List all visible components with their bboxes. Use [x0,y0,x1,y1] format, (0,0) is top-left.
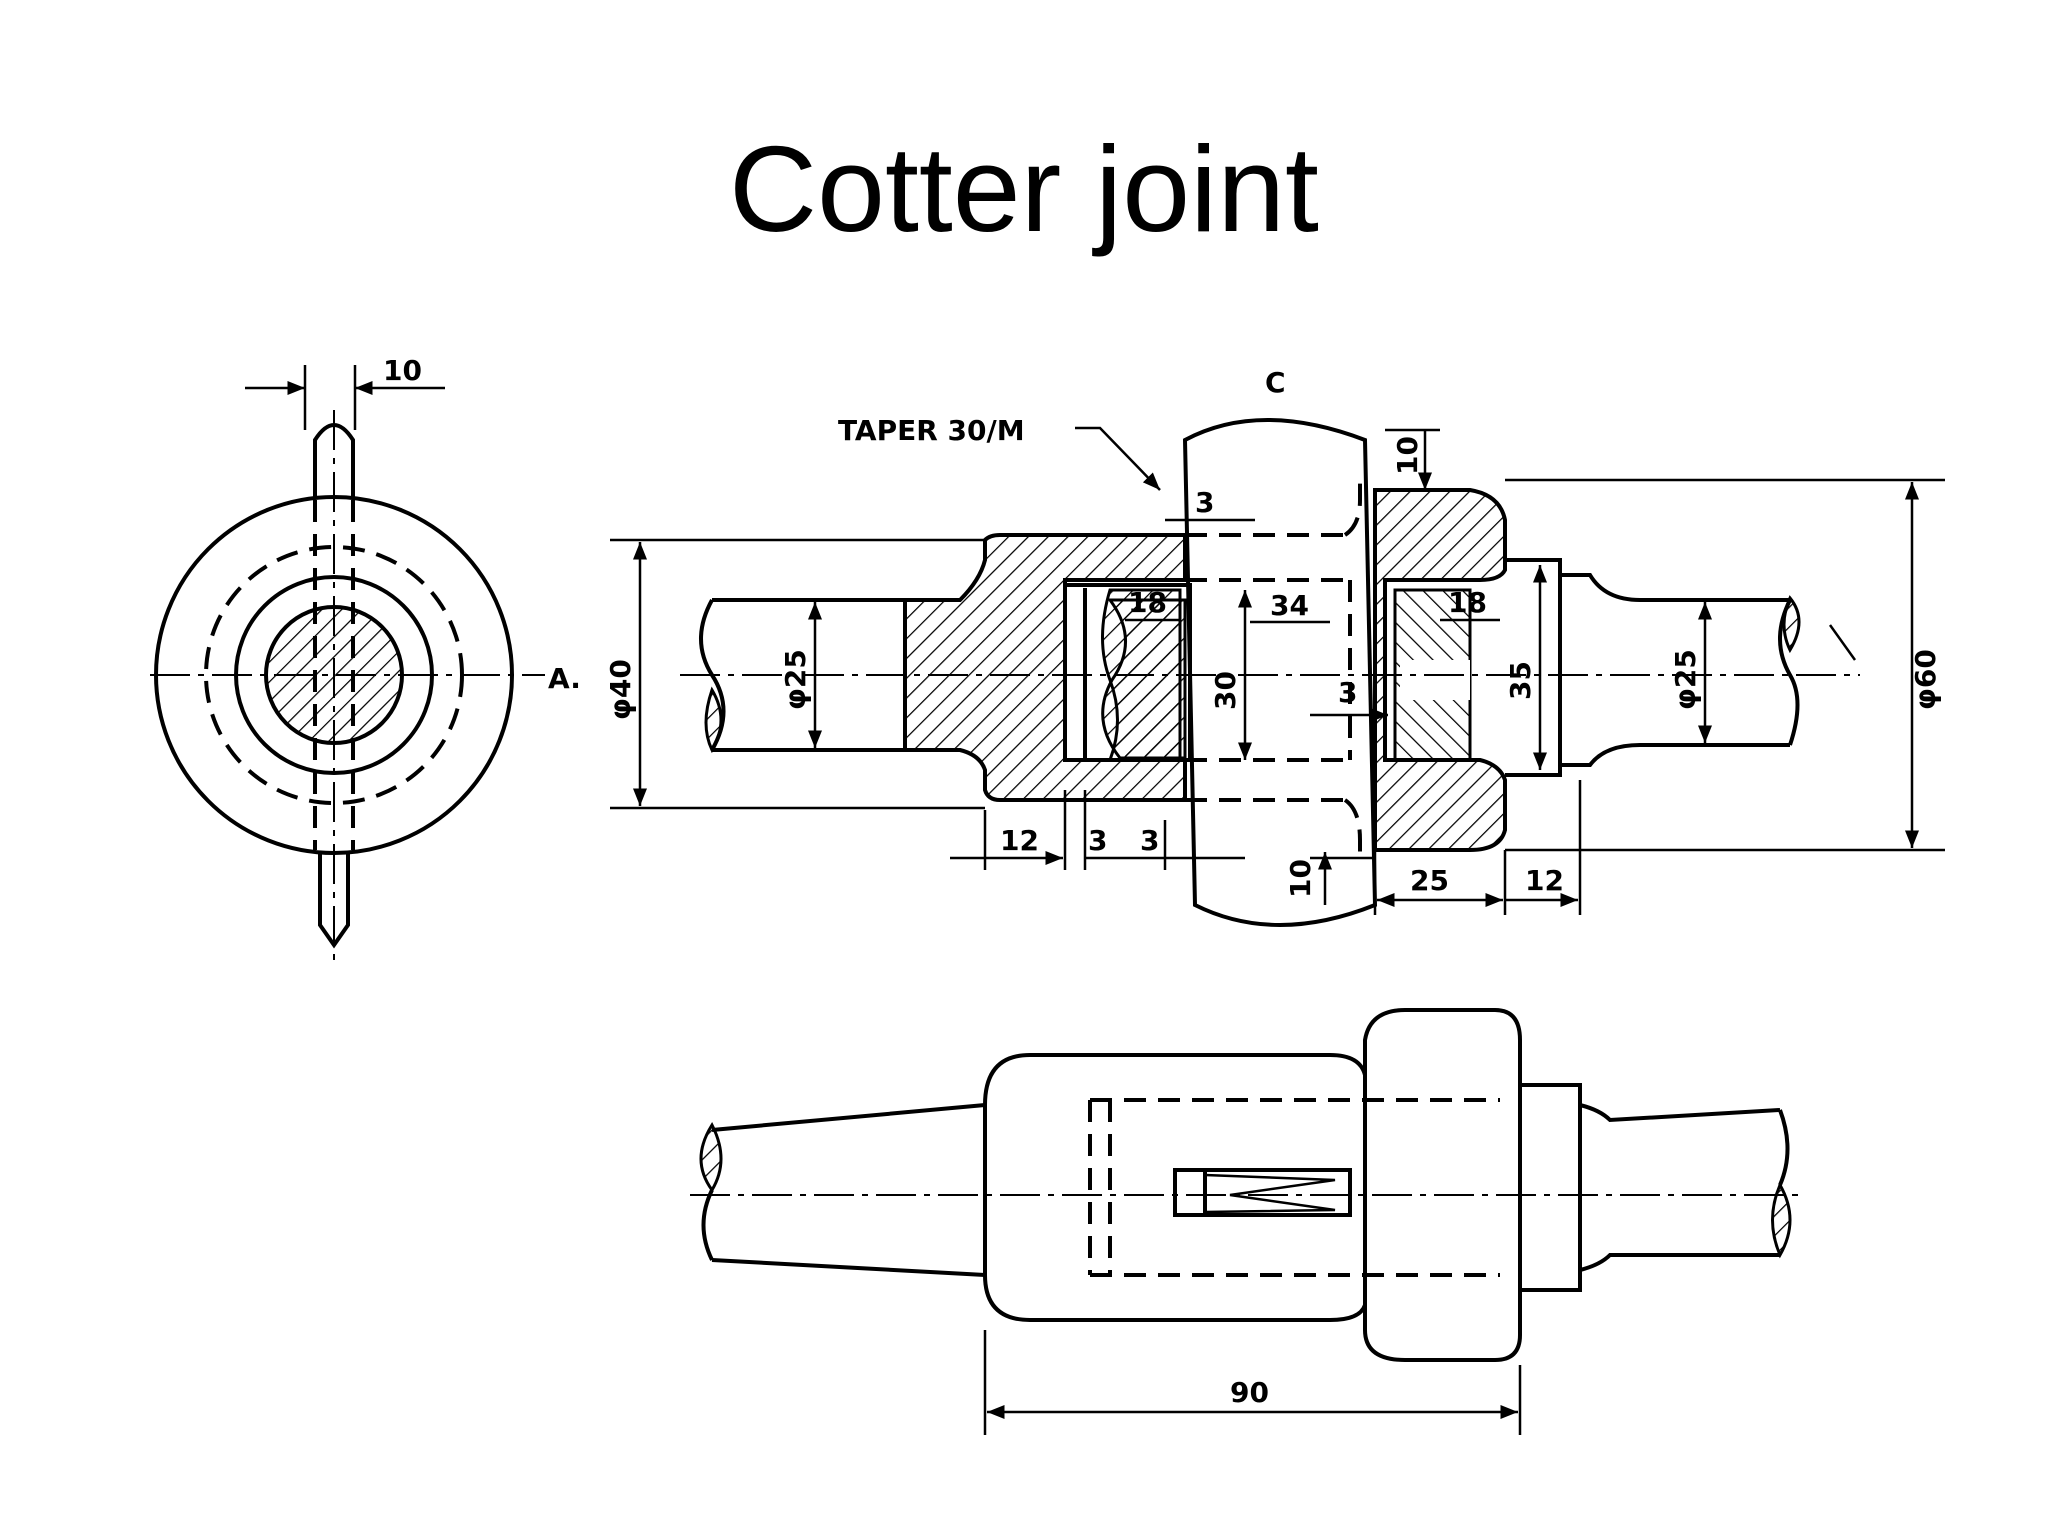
plan-cotter-slot [1173,1168,1352,1217]
dim-cotter-clearance-3: 3 [1195,486,1214,519]
cotter-label-c: C [1265,366,1286,399]
plan-socket [1363,1008,1522,1362]
dim-collar-bottom-10: 10 [1284,859,1317,898]
section-view: C TAPER 30/M 3 10 φ60 [604,366,1945,927]
dim-cotter-width-30: 30 [1209,671,1242,710]
dim-collar-thickness-12: 12 [1000,824,1039,857]
end-view: 10 A. [150,354,581,960]
dim-end-view-10: 10 [383,354,422,387]
left-rod-outline [712,598,905,752]
dim-socket-bore-34: 34 [1270,589,1309,622]
page-title: Cotter joint [729,121,1319,257]
plan-right-rod [1579,1103,1781,1272]
dim-gap-a-3: 3 [1088,824,1107,857]
dim-socket-end-25: 25 [1410,864,1449,897]
dim-collar-top-10: 10 [1391,436,1424,475]
dim-overall-90: 90 [1230,1376,1269,1409]
right-rod [1560,573,1790,767]
dim-collar-dia-40: φ40 [604,659,637,720]
dim-spigot-18-left: 18 [1128,586,1167,619]
dim-cotter-gap-3: 3 [1338,676,1357,709]
taper-label: TAPER 30/M [838,414,1025,447]
dim-rod-collar-12: 12 [1525,864,1564,897]
dim-socket-dia-60: φ60 [1909,649,1942,710]
dim-spigot-18-right: 18 [1448,586,1487,619]
dim-spigot-dia-35: 35 [1504,661,1537,700]
dim-gap-b-3: 3 [1140,824,1159,857]
socket-collar [1505,558,1562,777]
section-label-a: A. [548,662,581,695]
dim-rod-dia-right-25: φ25 [1669,649,1702,710]
dim-rod-dia-left-25: φ25 [779,649,812,710]
plan-left-rod [711,1103,986,1277]
plan-view: 90 [690,1008,1800,1435]
